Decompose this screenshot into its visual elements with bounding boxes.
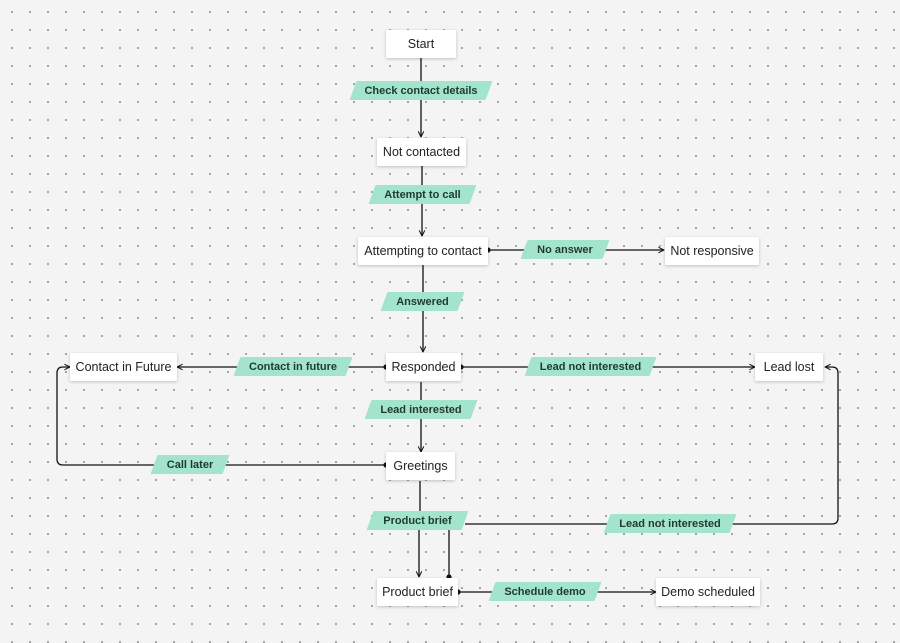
edge-label-contact-in-future[interactable]: Contact in future xyxy=(237,357,349,376)
node-demo-scheduled[interactable]: Demo scheduled xyxy=(656,578,760,606)
edge-greetings-to-product-brief[interactable] xyxy=(419,481,420,577)
edge-label-check-contact-details[interactable]: Check contact details xyxy=(353,81,489,100)
node-start[interactable]: Start xyxy=(386,30,456,58)
edge-label-text: Lead not interested xyxy=(539,360,642,373)
edge-label-text: Lead interested xyxy=(380,403,462,416)
edge-label-text: Lead not interested xyxy=(619,517,721,530)
node-contact-in-future[interactable]: Contact in Future xyxy=(70,353,177,381)
node-label: Demo scheduled xyxy=(661,585,755,599)
node-not-contacted[interactable]: Not contacted xyxy=(377,138,466,166)
node-label: Lead lost xyxy=(763,360,815,374)
node-label: Attempting to contact xyxy=(364,244,482,258)
edge-label-text: Product brief xyxy=(383,514,452,527)
edge-label-text: No answer xyxy=(537,243,593,256)
node-label: Greetings xyxy=(393,459,448,473)
edge-label-text: Attempt to call xyxy=(384,188,461,201)
edge-greetings-to-lead-lost[interactable] xyxy=(465,367,839,525)
edge-label-call-later[interactable]: Call later xyxy=(154,455,226,474)
edge-label-text: Contact in future xyxy=(249,360,337,373)
node-label: Product brief xyxy=(382,585,453,599)
edge-label-text: Answered xyxy=(396,295,449,308)
node-not-responsive[interactable]: Not responsive xyxy=(665,237,759,265)
node-label: Responded xyxy=(391,360,456,374)
edge-label-answered[interactable]: Answered xyxy=(384,292,461,311)
edge-label-product-brief[interactable]: Product brief xyxy=(370,511,465,530)
edge-label-schedule-demo[interactable]: Schedule demo xyxy=(492,582,598,601)
edge-label-lead-interested[interactable]: Lead interested xyxy=(368,400,474,419)
node-label: Start xyxy=(407,37,435,51)
node-label: Not responsive xyxy=(670,244,754,258)
edge-label-text: Call later xyxy=(166,458,214,471)
edge-label-no-answer[interactable]: No answer xyxy=(524,240,606,259)
node-attempting-to-contact[interactable]: Attempting to contact xyxy=(358,237,488,265)
edge-product-brief-loop xyxy=(420,523,450,577)
node-label: Contact in Future xyxy=(75,360,172,374)
node-greetings[interactable]: Greetings xyxy=(386,452,455,480)
edge-label-lead-not-interested-greetings[interactable]: Lead not interested xyxy=(607,514,733,533)
edge-label-lead-not-interested-responded[interactable]: Lead not interested xyxy=(528,357,653,376)
edge-label-text: Schedule demo xyxy=(504,585,586,598)
node-label: Not contacted xyxy=(382,145,461,159)
node-lead-lost[interactable]: Lead lost xyxy=(755,353,823,381)
node-product-brief[interactable]: Product brief xyxy=(377,578,458,606)
edge-label-attempt-to-call[interactable]: Attempt to call xyxy=(372,185,473,204)
edge-greetings-to-contact-in-future[interactable] xyxy=(56,367,386,466)
node-responded[interactable]: Responded xyxy=(386,353,461,381)
edge-label-text: Check contact details xyxy=(364,84,478,97)
